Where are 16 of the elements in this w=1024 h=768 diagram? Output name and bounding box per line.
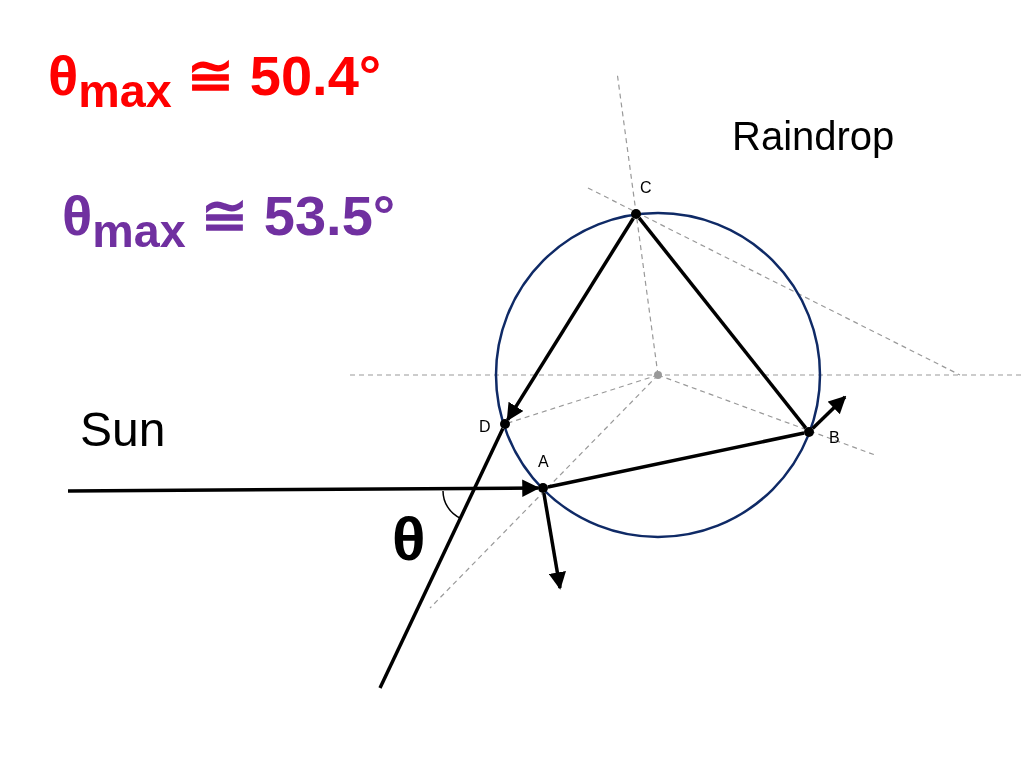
light-ray-arrow — [542, 492, 566, 590]
light-ray-arrow — [811, 395, 847, 430]
light-ray-arrow — [68, 479, 540, 497]
sun-label: Sun — [80, 406, 166, 454]
point-label: B — [829, 430, 840, 446]
formula: θ$_{max}$ ≅ 53.5° — [62, 188, 396, 255]
drop-label: Raindrop — [732, 116, 895, 156]
light-ray — [637, 216, 808, 430]
light-ray-arrow — [506, 217, 635, 422]
formula: θ$_{max}$ ≅ 50.4° — [48, 48, 382, 115]
point-label: D — [479, 419, 491, 435]
point-label: C — [640, 180, 652, 196]
point-label: A — [538, 454, 549, 470]
light-ray — [547, 431, 805, 489]
light-ray — [378, 427, 505, 689]
angle-label: θ — [392, 508, 426, 570]
